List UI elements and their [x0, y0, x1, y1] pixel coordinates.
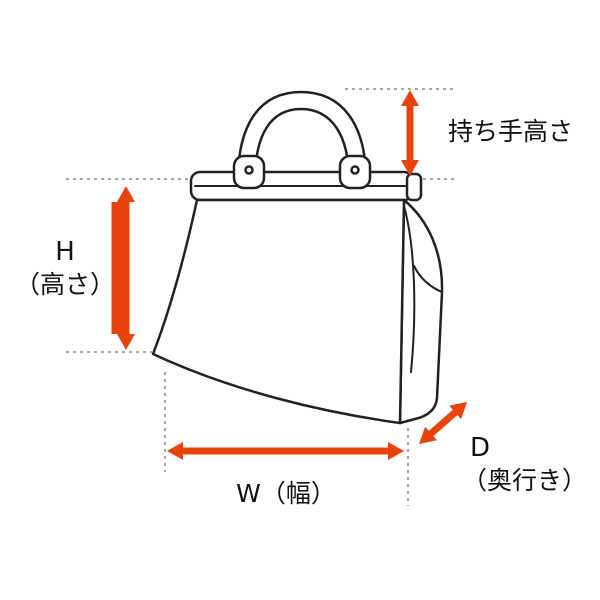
bag-illustration	[151, 90, 444, 425]
bag-gusset-fold	[403, 205, 416, 373]
bag-frame-hinge	[405, 172, 423, 202]
height-arrow	[111, 186, 135, 350]
height-paren: （高さ）	[14, 269, 115, 299]
handle-height-arrow	[401, 90, 419, 176]
height-label: H （高さ）	[14, 236, 116, 300]
bag-gusset-notch	[413, 265, 443, 293]
depth-arrow	[419, 401, 468, 444]
bag-rivet-right	[350, 165, 360, 175]
width-arrow	[167, 442, 404, 460]
bag-side-gusset	[398, 198, 444, 425]
dimension-arrows	[111, 90, 468, 460]
bag-front-panel	[151, 198, 406, 425]
depth-label: D （奥行き）	[462, 432, 587, 496]
depth-paren: （奥行き）	[462, 465, 588, 495]
bag-rivet-left	[244, 165, 254, 175]
height-letter: H	[55, 237, 75, 267]
width-label: W（幅）	[236, 479, 336, 508]
depth-letter: D	[470, 433, 491, 463]
handle-height-label: 持ち手高さ	[448, 117, 574, 146]
